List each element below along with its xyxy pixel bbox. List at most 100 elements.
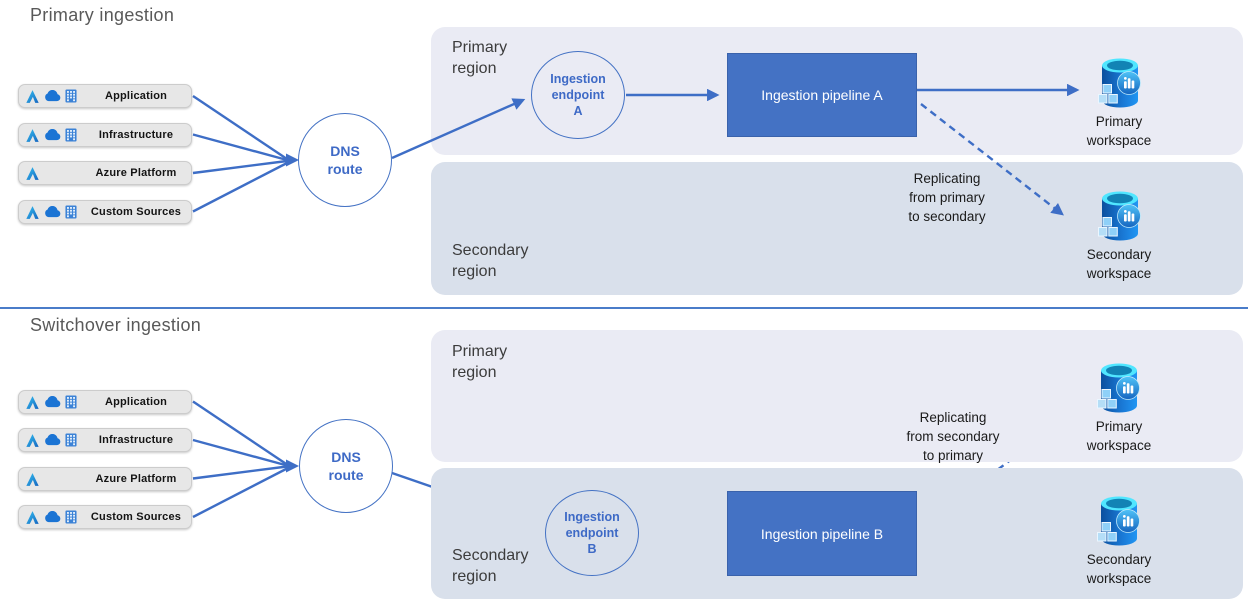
note-line: from secondary: [906, 429, 1000, 444]
primary-workspace-icon-2: [1095, 362, 1143, 415]
dns-route-label-line: DNS: [331, 449, 361, 465]
endpoint-label-line: endpoint: [551, 88, 605, 102]
workspace-label-line: workspace: [1086, 438, 1152, 453]
workspace-label-line: workspace: [1086, 266, 1152, 281]
source-icons: [25, 472, 87, 487]
source-icons: [25, 89, 87, 104]
endpoint-label-line: Ingestion: [564, 510, 620, 524]
secondary-region-label-1: Secondary region: [452, 240, 529, 282]
primary-workspace-icon-1: [1096, 57, 1144, 110]
source-icons: [25, 128, 87, 143]
primary-region-label-1: Primary region: [452, 37, 507, 79]
secondary-workspace-label-1: Secondary workspace: [1059, 245, 1179, 283]
source-label: Custom Sources: [90, 206, 182, 218]
azure-icon: [25, 89, 40, 104]
arrow-infrastructure-to-dns-1: [192, 133, 288, 162]
secondary-workspace-icon-1: [1096, 190, 1144, 243]
arrow-application-to-dns-2: [192, 400, 288, 466]
workspace-label-line: workspace: [1086, 133, 1152, 148]
arrow-custom-sources-to-dns-2: [192, 466, 289, 519]
primary-workspace-label-1: Primary workspace: [1059, 112, 1179, 150]
endpoint-label-line: B: [587, 542, 597, 556]
region-label-line: region: [452, 263, 497, 280]
region-label-line: region: [452, 364, 497, 381]
source-box-infrastructure-1: Infrastructure: [18, 123, 192, 147]
note-line: Replicating: [919, 410, 987, 425]
azure-icon: [25, 395, 40, 410]
dns-route-node-2: DNS route: [299, 419, 393, 513]
source-box-application-1: Application: [18, 84, 192, 108]
source-icons: [25, 166, 87, 181]
azure-icon: [25, 205, 40, 220]
azure-icon: [25, 128, 40, 143]
source-box-custom-sources-1: Custom Sources: [18, 200, 192, 224]
primary-workspace-label-2: Primary workspace: [1059, 417, 1179, 455]
region-label-line: Primary: [452, 39, 508, 56]
cloud-icon: [44, 511, 61, 523]
source-label: Application: [104, 396, 168, 408]
source-label: Application: [104, 90, 168, 102]
source-label: Infrastructure: [98, 129, 174, 141]
azure-icon: [25, 166, 40, 181]
endpoint-label-line: Ingestion: [550, 72, 606, 86]
arrow-custom-sources-to-dns-1: [192, 161, 289, 213]
secondary-region-label-2: Secondary region: [452, 545, 529, 587]
cloud-icon: [44, 434, 61, 446]
building-icon: [65, 128, 77, 142]
note-line: Replicating: [913, 171, 981, 186]
source-box-azure-platform-1: Azure Platform: [18, 161, 192, 185]
arrow-azure-platform-to-dns-2: [192, 465, 288, 480]
workspace-label-line: Primary: [1095, 419, 1143, 434]
ingestion-pipeline-b-node: Ingestion pipeline B: [727, 491, 917, 576]
ingestion-endpoint-b-node: Ingestion endpoint B: [545, 490, 639, 576]
dns-route-label-line: DNS: [330, 143, 360, 159]
note-line: to secondary: [908, 209, 986, 224]
primary-region-label-2: Primary region: [452, 341, 507, 383]
building-icon: [65, 395, 77, 409]
arrowhead-dns-2: [286, 459, 299, 473]
building-icon: [65, 510, 77, 524]
source-icons: [25, 433, 87, 448]
workspace-label-line: Secondary: [1086, 552, 1152, 567]
building-icon: [65, 205, 77, 219]
dns-route-label-line: route: [328, 467, 364, 483]
source-label: Infrastructure: [98, 434, 174, 446]
section-title-primary-ingestion: Primary ingestion: [30, 5, 175, 25]
section-divider: [0, 307, 1248, 309]
source-icons: [25, 395, 87, 410]
endpoint-label-line: A: [573, 104, 583, 118]
source-label: Azure Platform: [95, 167, 177, 179]
note-line: from primary: [909, 190, 985, 205]
region-label-line: region: [452, 568, 497, 585]
cloud-icon: [44, 206, 61, 218]
source-box-application-2: Application: [18, 390, 192, 414]
replication-note-1: Replicating from primary to secondary: [867, 169, 1027, 226]
azure-icon: [25, 510, 40, 525]
cloud-icon: [44, 90, 61, 102]
secondary-workspace-icon-2: [1095, 495, 1143, 548]
replication-note-2: Replicating from secondary to primary: [873, 408, 1033, 465]
source-box-infrastructure-2: Infrastructure: [18, 428, 192, 452]
endpoint-label-line: endpoint: [565, 526, 619, 540]
note-line: to primary: [922, 448, 983, 463]
region-label-line: Secondary: [452, 242, 529, 259]
dns-route-node-1: DNS route: [298, 113, 392, 207]
source-box-azure-platform-2: Azure Platform: [18, 467, 192, 491]
azure-icon: [25, 433, 40, 448]
ingestion-pipeline-a-node: Ingestion pipeline A: [727, 53, 917, 137]
source-icons: [25, 205, 87, 220]
cloud-icon: [44, 129, 61, 141]
workspace-label-line: Primary: [1095, 114, 1143, 129]
workspace-label-line: Secondary: [1086, 247, 1152, 262]
arrow-application-to-dns-1: [192, 95, 288, 160]
source-box-custom-sources-2: Custom Sources: [18, 505, 192, 529]
arrow-azure-platform-to-dns-1: [192, 159, 288, 175]
region-label-line: Secondary: [452, 547, 529, 564]
section-title-switchover-ingestion: Switchover ingestion: [30, 315, 202, 335]
source-label: Custom Sources: [90, 511, 182, 523]
arrow-infrastructure-to-dns-2: [192, 438, 288, 467]
region-label-line: Primary: [452, 343, 508, 360]
azure-icon: [25, 472, 40, 487]
building-icon: [65, 89, 77, 103]
ingestion-endpoint-a-node: Ingestion endpoint A: [531, 51, 625, 139]
